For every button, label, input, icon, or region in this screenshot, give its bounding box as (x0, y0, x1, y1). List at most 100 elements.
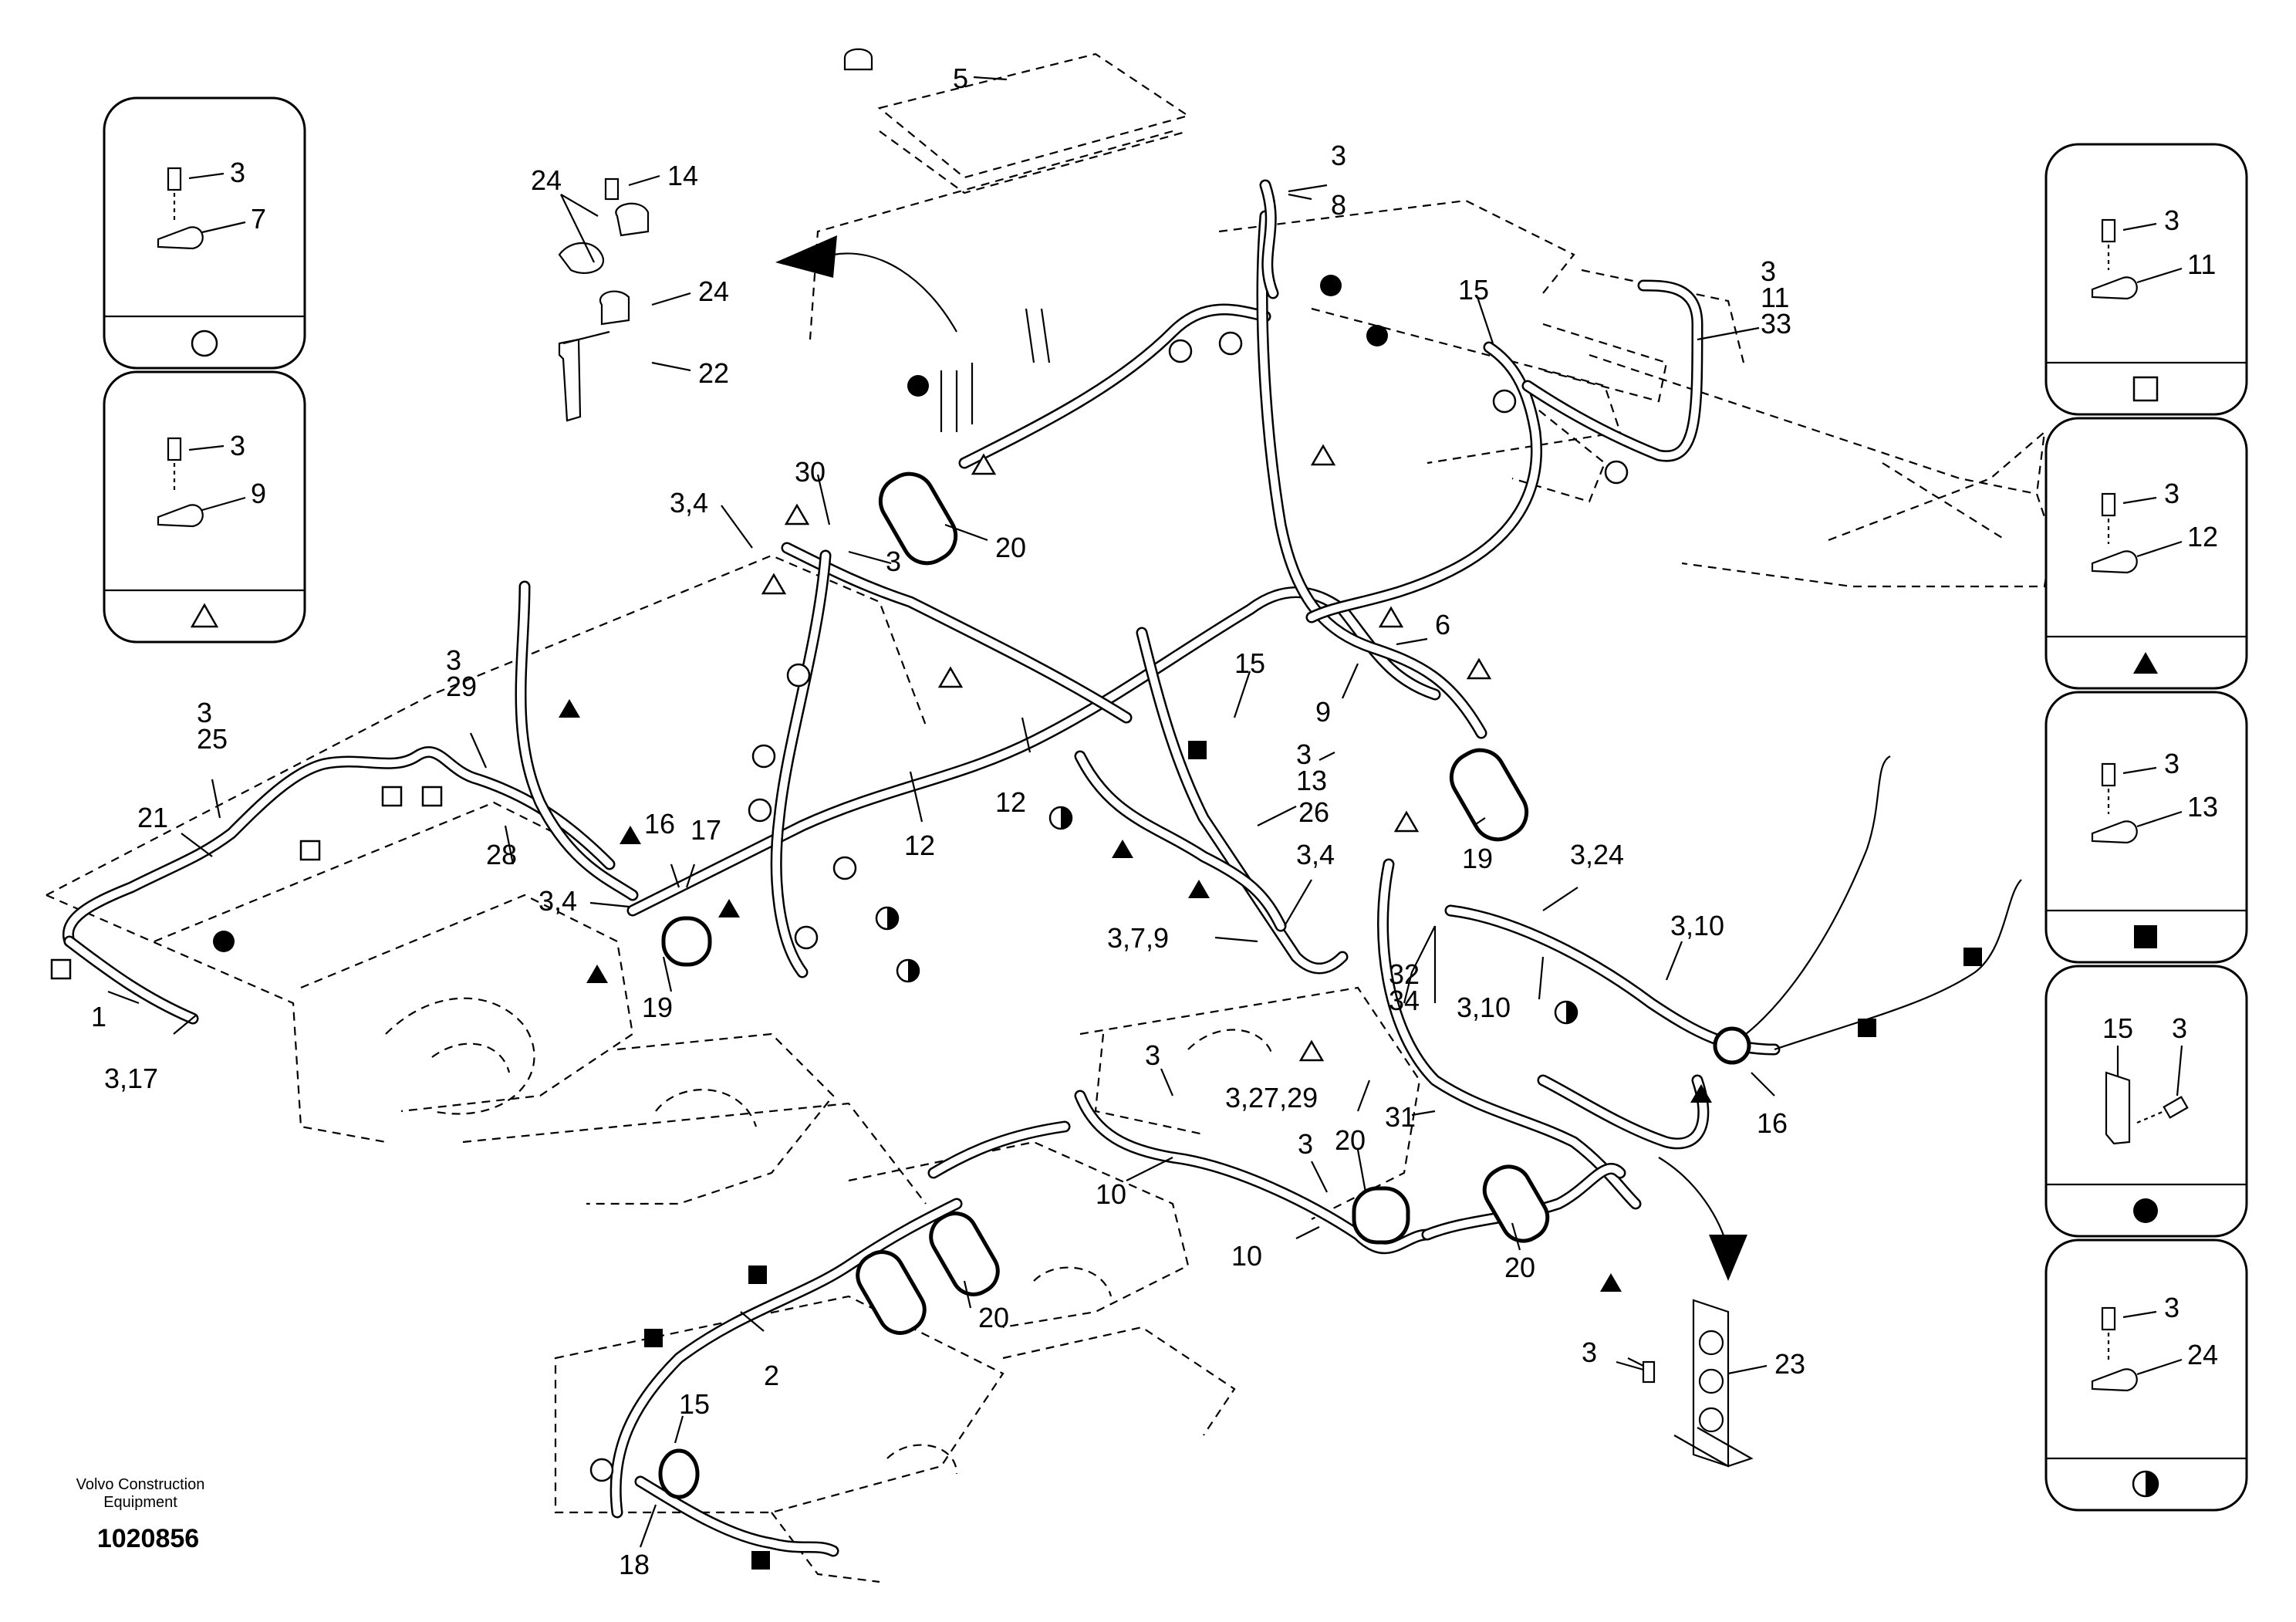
svg-text:15: 15 (2102, 1012, 2133, 1044)
callout: 15 (1458, 274, 1489, 306)
svg-text:13: 13 (2187, 791, 2218, 823)
circle-filled-symbol (2133, 1198, 2158, 1223)
bolt-icon (2101, 492, 2116, 517)
clamp-icon (2091, 820, 2138, 844)
callout: 2 (764, 1360, 779, 1391)
callout: 26 (1298, 796, 1329, 828)
callout: 3,17 (104, 1063, 158, 1094)
svg-text:3: 3 (2164, 204, 2180, 236)
square-filled-symbol (2134, 925, 2157, 948)
callout: 3 (446, 644, 461, 676)
callout: 3,24 (1570, 839, 1624, 870)
callout: 20 (1335, 1124, 1366, 1156)
clamp-icon (2091, 550, 2138, 574)
bolt-icon (2163, 1096, 2189, 1119)
callout: 16 (644, 808, 675, 840)
callout: 14 (667, 160, 698, 191)
callout: 29 (446, 671, 477, 702)
callout: 19 (1462, 843, 1493, 874)
company-name-line2: Equipment (103, 1494, 177, 1511)
circle-half-symbol (2132, 1470, 2159, 1498)
svg-text:7: 7 (251, 203, 266, 235)
legend-panel-right-4: 15 3 (2044, 965, 2248, 1238)
callout: 28 (486, 839, 517, 870)
callout: 8 (1331, 189, 1346, 221)
legend-panel-right-2: 3 12 (2044, 417, 2248, 690)
triangle-filled-markers (559, 699, 1712, 1292)
callout: 34 (1389, 985, 1420, 1016)
bolt-icon (2101, 1306, 2116, 1331)
drawing-number: 1020856 (97, 1524, 199, 1553)
clamp-icon (2091, 276, 2138, 300)
callout: 33 (1761, 308, 1791, 340)
callout: 13 (1296, 765, 1327, 796)
callout: 17 (690, 814, 721, 846)
callout: 21 (137, 802, 168, 833)
company-name-line1: Volvo Construction (76, 1476, 205, 1493)
callout: 3 (1298, 1128, 1313, 1160)
svg-text:11: 11 (2187, 248, 2216, 280)
callout: 6 (1435, 609, 1450, 640)
bracket-23 (1627, 1299, 1754, 1468)
square-filled-markers (644, 741, 1982, 1570)
bolt-icon (2101, 218, 2116, 243)
bolt-icon (167, 437, 182, 461)
callout: 20 (1504, 1252, 1535, 1283)
callout: 22 (698, 357, 729, 389)
legend-panel-right-5: 3 24 (2044, 1238, 2248, 1512)
circle-open-symbol (191, 329, 218, 357)
triangle-open-markers (761, 444, 1492, 1062)
circle-half-markers (875, 806, 1578, 1025)
svg-text:3: 3 (230, 157, 245, 188)
callout: 3,27,29 (1225, 1082, 1318, 1113)
square-open-markers (50, 786, 443, 980)
legend-panel-left-2: 3 9 (103, 370, 306, 644)
callout: 18 (619, 1549, 650, 1580)
svg-text:24: 24 (2187, 1339, 2218, 1370)
direction-arrows (775, 235, 1747, 1281)
legend-panel-right-3: 3 13 (2044, 691, 2248, 964)
callout: 3,4 (670, 487, 708, 519)
bolt-icon (167, 167, 182, 191)
callout: 3,4 (539, 885, 577, 917)
callout: 12 (995, 786, 1026, 818)
callout: 11 (1761, 282, 1789, 313)
callout: 10 (1096, 1178, 1126, 1210)
callout: 3 (1761, 255, 1776, 287)
callout: 5 (953, 63, 968, 94)
callout: 3,10 (1457, 992, 1511, 1023)
circle-filled-markers (213, 275, 1388, 952)
part-cluster-22-24 (558, 48, 873, 422)
callout: 32 (1389, 958, 1420, 990)
legend-panel-left-1: 3 7 (103, 96, 306, 370)
leader-lines (107, 76, 1775, 1548)
triangle-open-symbol (190, 603, 219, 628)
harness-cables (62, 179, 2022, 1557)
svg-text:3: 3 (2172, 1012, 2187, 1044)
legend-panel-right-1: 3 11 (2044, 143, 2248, 416)
callout: 31 (1385, 1101, 1416, 1133)
square-open-symbol (2132, 376, 2159, 402)
circle-open-markers (589, 331, 1629, 1482)
triangle-filled-symbol (2133, 652, 2158, 674)
svg-text:9: 9 (251, 478, 266, 509)
svg-text:3: 3 (2164, 478, 2180, 509)
callout: 15 (1234, 647, 1265, 679)
callout: 3 (886, 546, 901, 577)
callout: 24 (698, 275, 729, 307)
callout: 3 (1331, 140, 1346, 171)
callout: 3,10 (1670, 910, 1724, 941)
clip-icon (2105, 1071, 2131, 1145)
callout: 25 (197, 723, 228, 755)
callout: 1 (91, 1001, 106, 1032)
callout: 3 (197, 697, 212, 728)
svg-text:3: 3 (2164, 1292, 2180, 1323)
callout: 12 (904, 830, 935, 861)
clamp-icon (157, 226, 204, 250)
callout-labels: 5 3 8 24 14 24 22 15 3 11 33 30 3,4 3 20… (91, 63, 1805, 1580)
svg-text:3: 3 (230, 430, 245, 461)
callout: 19 (642, 992, 673, 1023)
callout: 3,4 (1296, 839, 1335, 870)
svg-text:3: 3 (2164, 748, 2180, 779)
